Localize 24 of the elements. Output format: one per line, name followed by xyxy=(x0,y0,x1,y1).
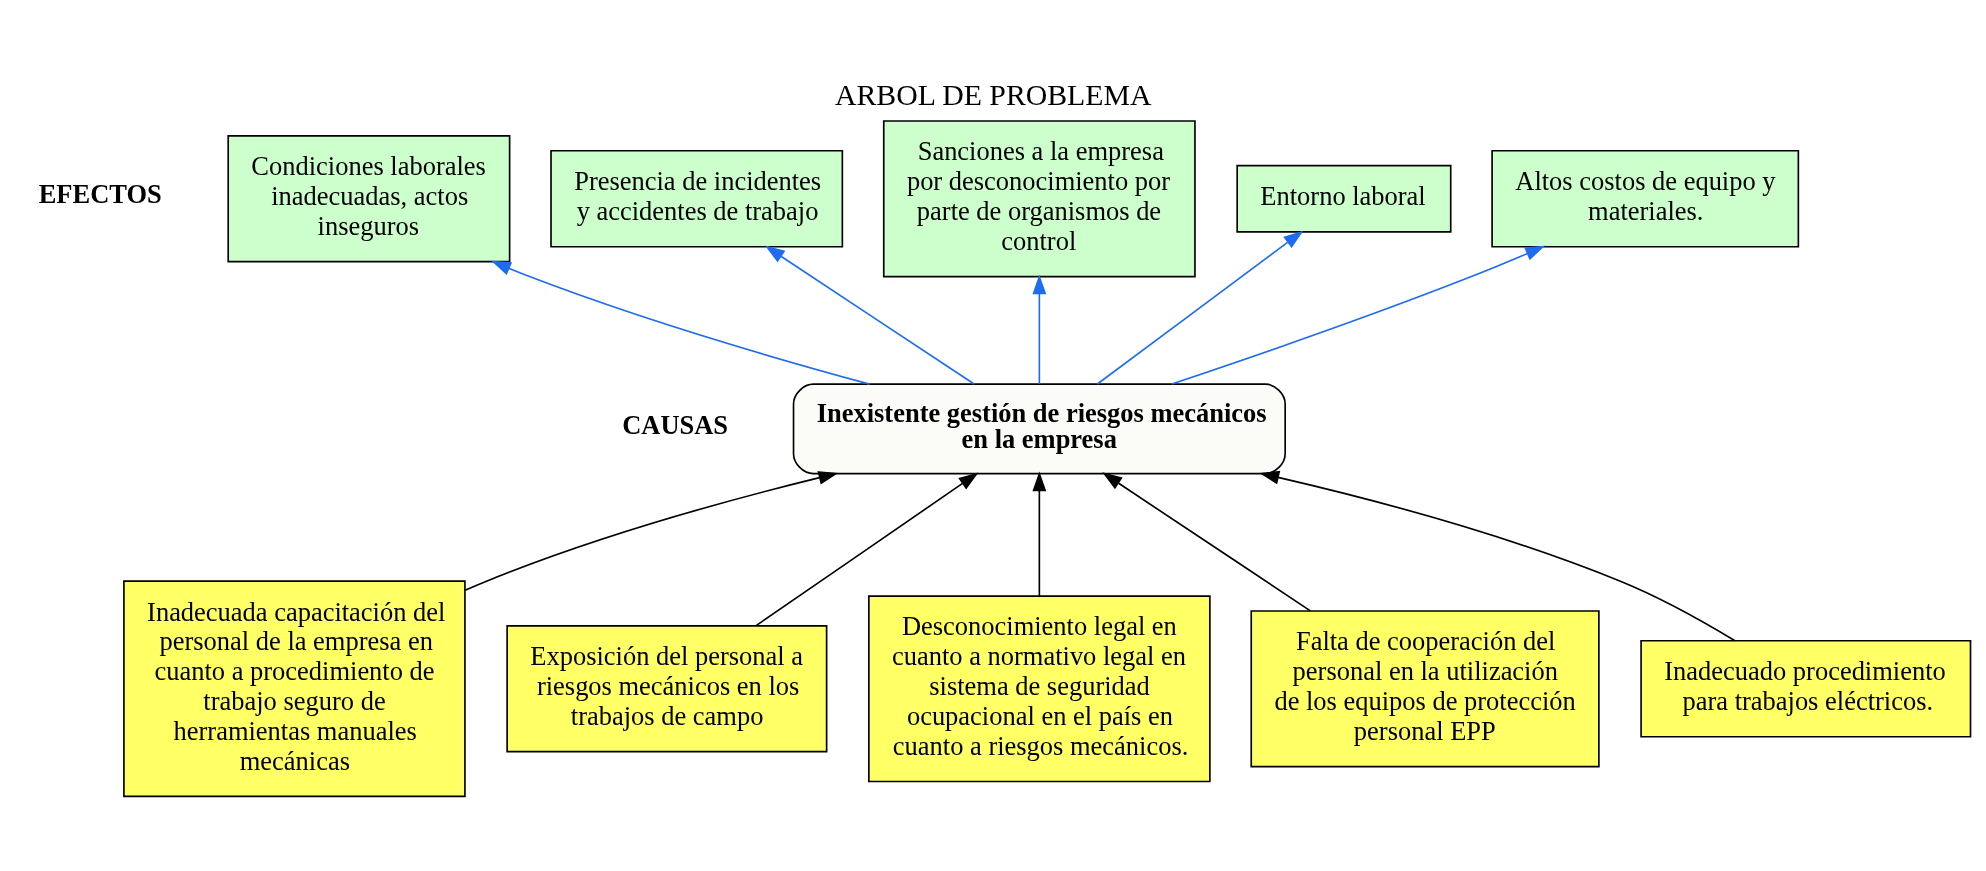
label: CAUSAS xyxy=(622,409,729,440)
arrow xyxy=(1170,245,1546,385)
arrow xyxy=(464,471,839,592)
arrow xyxy=(764,245,975,385)
arrow xyxy=(1102,472,1312,612)
arrow xyxy=(1259,470,1736,642)
node-box: Condiciones laborales inadecuadas, actos inseguros xyxy=(227,135,511,263)
node-box: Falta de cooperación del personal en la utilización de los equipos de protección personal EPP xyxy=(1250,610,1600,768)
node-box: Sanciones a la empresa por desconocimiento por parte de organismos de control xyxy=(882,120,1196,278)
node-box: Inexistente gestión de riesgos mecánicos en la empresa xyxy=(792,383,1286,475)
arrow xyxy=(1096,230,1304,385)
node-box: Inadecuada capacitación del personal de la empresa en cuanto a procedimiento de trabajo seguro de herramientas manuales mecánicas xyxy=(123,580,466,798)
node-box: Presencia de incidentes y accidentes de trabajo xyxy=(550,149,844,248)
arrow xyxy=(491,260,871,385)
arrow xyxy=(1032,274,1047,385)
label: EFECTOS xyxy=(38,179,162,210)
node-box: Inadecuado procedimiento para trabajos eléctricos. xyxy=(1640,639,1972,738)
node-box: Desconocimiento legal en cuanto a normativo legal en sistema de seguridad ocupacional en el país en cuanto a riesgos mecánicos. xyxy=(868,595,1211,783)
arrow xyxy=(755,472,979,627)
diagram-title: ARBOL DE PROBLEMA xyxy=(834,78,1152,112)
node-box: Entorno laboral xyxy=(1236,164,1452,233)
node-box: Altos costos de equipo y materiales. xyxy=(1491,149,1800,248)
arrow xyxy=(1032,471,1047,597)
node-box: Exposición del personal a riesgos mecánicos en los trabajos de campo xyxy=(506,625,828,753)
